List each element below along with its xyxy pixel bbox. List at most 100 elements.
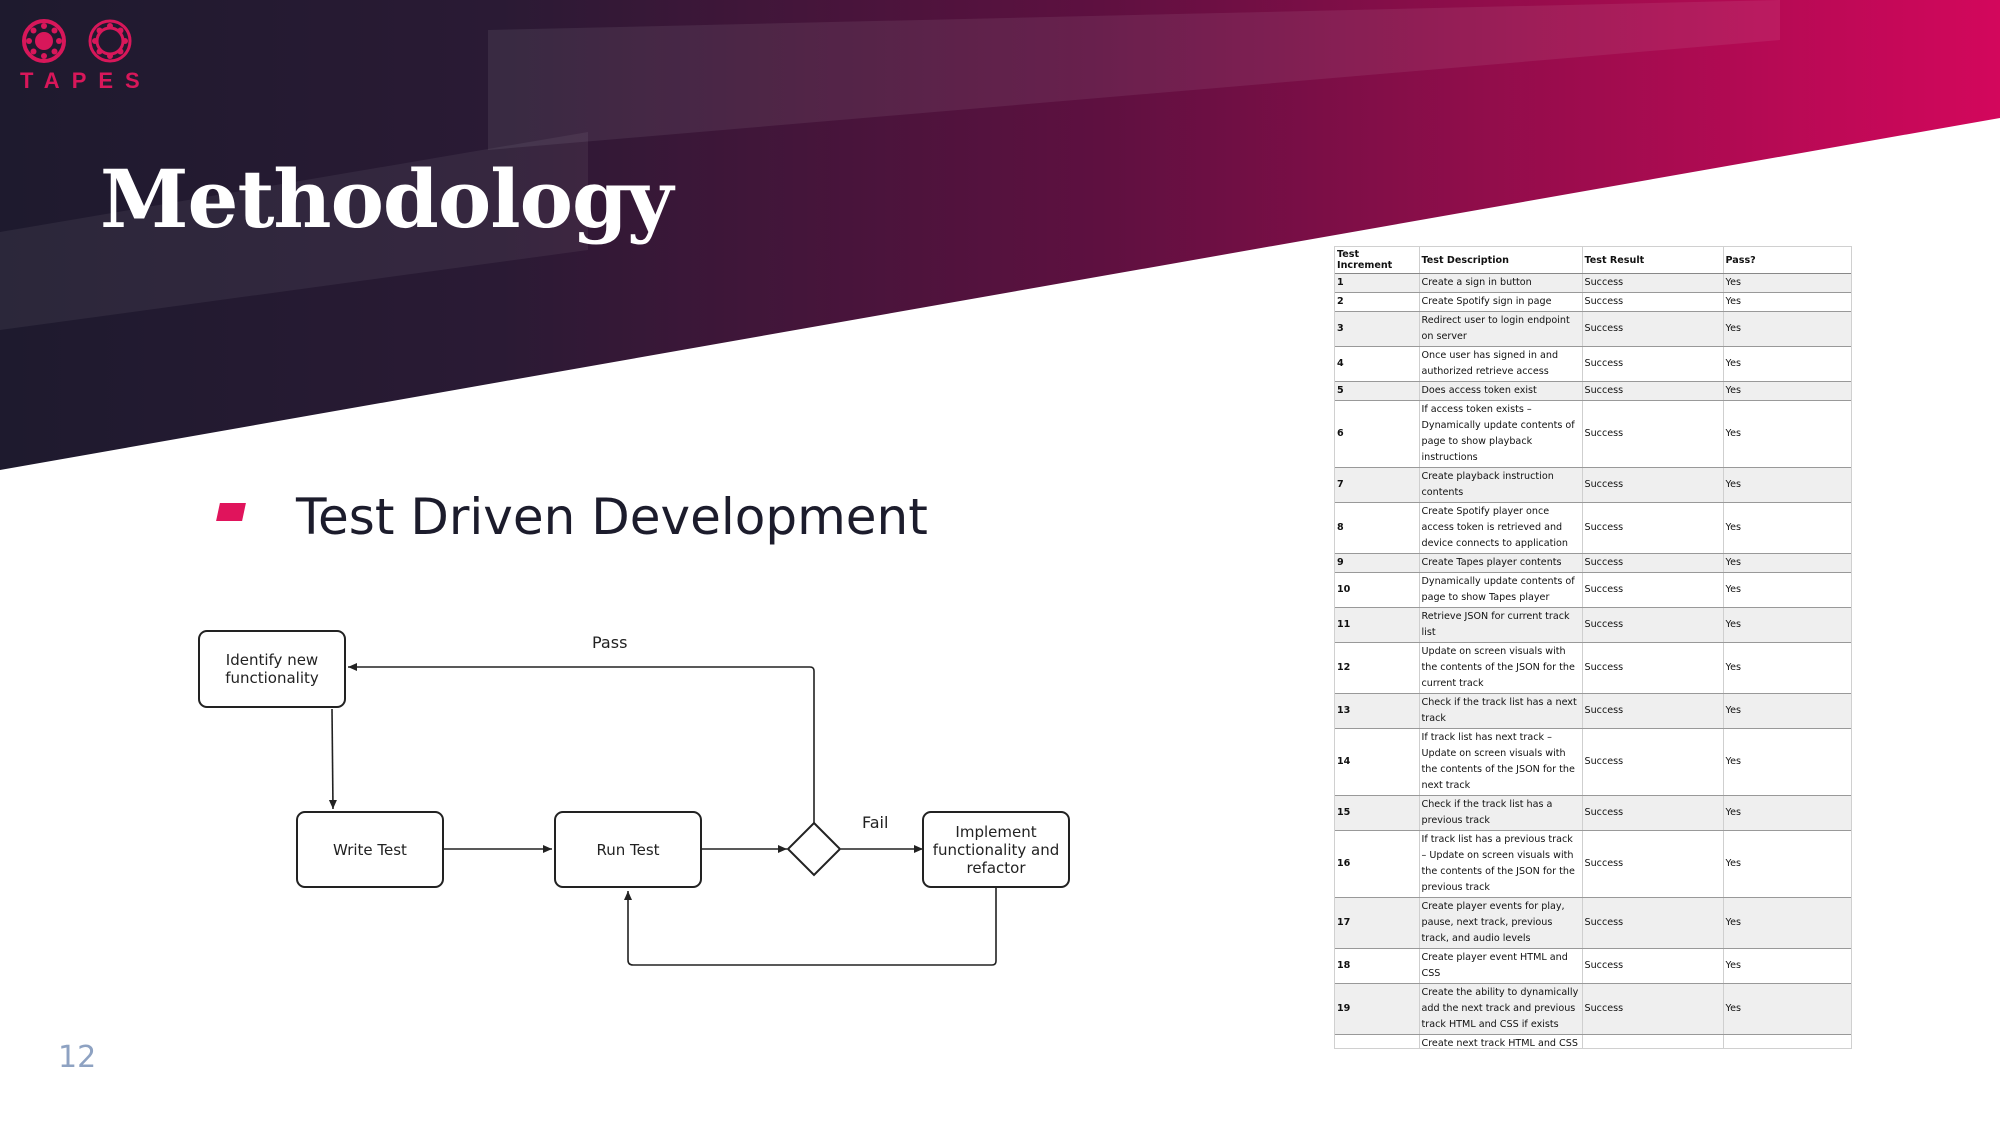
description-cell: Create player events for play, pause, ne… <box>1419 897 1583 949</box>
pass-cell: Yes <box>1723 830 1851 898</box>
increment-cell: 5 <box>1335 381 1420 401</box>
pass-cell: Yes <box>1723 311 1851 347</box>
pass-cell: Yes <box>1723 467 1851 503</box>
logo-wordmark: TAPES <box>20 68 152 93</box>
edge-pass-loop <box>348 663 815 823</box>
description-cell: Create playback instruction contents <box>1419 467 1583 503</box>
description-cell: Create Tapes player contents <box>1419 553 1583 573</box>
result-cell: Success <box>1582 897 1724 949</box>
description-cell: Create player event HTML and CSS <box>1419 948 1583 984</box>
result-cell: Success <box>1582 553 1724 573</box>
description-cell: If track list has next track – Update on… <box>1419 728 1583 796</box>
result-cell: Success <box>1582 346 1724 382</box>
increment-cell: 17 <box>1335 897 1420 949</box>
result-cell: Success <box>1582 1034 1724 1048</box>
result-cell: Success <box>1582 292 1724 312</box>
edge-identify-to-write <box>328 708 337 810</box>
description-cell: Does access token exist <box>1419 381 1583 401</box>
result-cell: Success <box>1582 728 1724 796</box>
result-cell: Success <box>1582 572 1724 608</box>
description-cell: Dynamically update contents of page to s… <box>1419 572 1583 608</box>
column-header: Test Increment <box>1335 247 1420 274</box>
result-cell: Success <box>1582 948 1724 984</box>
pass-cell: Yes <box>1723 381 1851 401</box>
node-run-test: Run Test <box>554 811 702 888</box>
result-cell: Success <box>1582 381 1724 401</box>
increment-cell: 2 <box>1335 292 1420 312</box>
pass-cell: Yes <box>1723 795 1851 831</box>
bullet-text: Test Driven Development <box>296 488 928 546</box>
result-cell: Success <box>1582 273 1724 293</box>
pass-cell: Yes <box>1723 553 1851 573</box>
result-cell: Success <box>1582 830 1724 898</box>
result-cell: Success <box>1582 467 1724 503</box>
pass-cell: Yes <box>1723 728 1851 796</box>
increment-cell: 19 <box>1335 983 1420 1035</box>
decision-diamond <box>786 821 842 877</box>
table-row: 20Create next track HTML and CSS by crea… <box>1335 1034 1851 1048</box>
increment-cell: 11 <box>1335 607 1420 643</box>
edge-refactor-loop <box>624 878 997 966</box>
description-cell: Once user has signed in and authorized r… <box>1419 346 1583 382</box>
diagram-connectors <box>328 663 997 966</box>
result-cell: Success <box>1582 607 1724 643</box>
increment-cell: 9 <box>1335 553 1420 573</box>
increment-cell: 4 <box>1335 346 1420 382</box>
pass-cell: Yes <box>1723 897 1851 949</box>
description-cell: Update on screen visuals with the conten… <box>1419 642 1583 694</box>
description-cell: Retrieve JSON for current track list <box>1419 607 1583 643</box>
pass-cell: Yes <box>1723 346 1851 382</box>
increment-cell: 1 <box>1335 273 1420 293</box>
increment-cell: 14 <box>1335 728 1420 796</box>
increment-cell: 12 <box>1335 642 1420 694</box>
reel-icon <box>22 19 66 63</box>
pass-cell: Yes <box>1723 400 1851 468</box>
description-cell: Check if the track list has a previous t… <box>1419 795 1583 831</box>
pass-cell: Yes <box>1723 983 1851 1035</box>
description-cell: Create Spotify player once access token … <box>1419 502 1583 554</box>
result-cell: Success <box>1582 502 1724 554</box>
slide-number: 12 <box>58 1040 97 1075</box>
column-header: Test Result <box>1582 247 1724 274</box>
slide-title: Methodology <box>100 152 673 246</box>
description-cell: Create Spotify sign in page <box>1419 292 1583 312</box>
result-cell: Success <box>1582 693 1724 729</box>
result-cell: Success <box>1582 983 1724 1035</box>
column-header: Pass? <box>1723 247 1851 274</box>
description-cell: Create next track HTML and CSS by creati… <box>1419 1034 1583 1048</box>
pass-cell: Yes <box>1723 273 1851 293</box>
description-cell: Redirect user to login endpoint on serve… <box>1419 311 1583 347</box>
pass-cell: Yes <box>1723 572 1851 608</box>
description-cell: If track list has a previous track – Upd… <box>1419 830 1583 898</box>
tapes-logo <box>22 19 132 63</box>
node-implement-refactor: Implement functionality and refactor <box>922 811 1070 888</box>
pass-cell: Yes <box>1723 502 1851 554</box>
increment-cell: 13 <box>1335 693 1420 729</box>
pass-cell: Yes <box>1723 607 1851 643</box>
bullet-marker <box>216 503 246 521</box>
increment-cell: 16 <box>1335 830 1420 898</box>
pass-cell: Yes <box>1723 948 1851 984</box>
increment-cell: 8 <box>1335 502 1420 554</box>
node-identify-functionality: Identify new functionality <box>198 630 346 708</box>
increment-cell: 15 <box>1335 795 1420 831</box>
increment-cell: 6 <box>1335 400 1420 468</box>
increment-cell: 10 <box>1335 572 1420 608</box>
edge-label-fail: Fail <box>862 813 889 832</box>
increment-cell: 20 <box>1335 1034 1420 1048</box>
pass-cell: Yes <box>1723 693 1851 729</box>
